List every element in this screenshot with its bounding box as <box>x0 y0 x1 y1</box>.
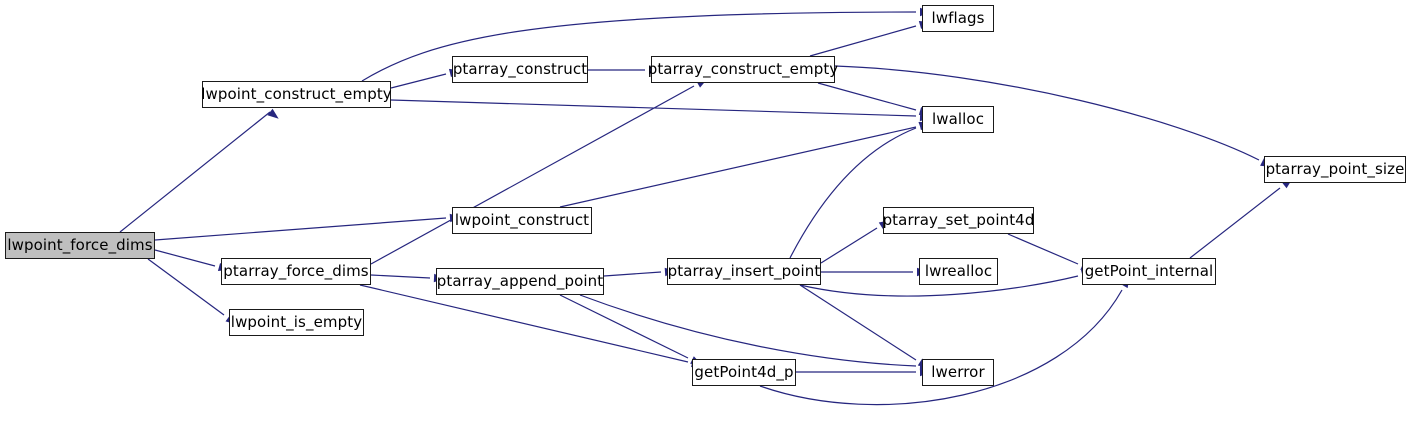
graph-node-label: ptarray_set_point4d <box>882 211 1035 229</box>
graph-edge-lwpoint_force_dims-to-ptarray_force_dims <box>154 249 216 267</box>
graph-node-label: ptarray_insert_point <box>667 262 821 280</box>
graph-edge-ptarray_force_dims-to-ptarray_construct_empty <box>370 85 695 265</box>
graph-edge-getPoint4d_p-to-getPoint_internal <box>759 289 1123 406</box>
graph-node-ptarray_set_point4d[interactable]: ptarray_set_point4d <box>883 207 1034 234</box>
graph-node-label: lwpoint_construct_empty <box>201 85 392 103</box>
graph-node-lwpoint_construct_empty[interactable]: lwpoint_construct_empty <box>201 81 392 108</box>
graph-edge-ptarray_insert_point-to-lwerror <box>799 284 917 361</box>
graph-edge-lwpoint_force_dims-to-lwpoint_construct <box>154 217 447 241</box>
graph-edge-lwpoint_force_dims-to-lwpoint_construct_empty <box>119 111 271 233</box>
graph-node-getPoint4d_p[interactable]: getPoint4d_p <box>692 359 796 386</box>
graph-node-label: ptarray_append_point <box>436 272 604 290</box>
graph-node-ptarray_point_size[interactable]: ptarray_point_size <box>1264 156 1406 183</box>
graph-edge-ptarray_set_point4d-to-getPoint_internal <box>1007 233 1079 265</box>
graph-node-ptarray_append_point[interactable]: ptarray_append_point <box>436 268 604 295</box>
graph-node-lwpoint_construct[interactable]: lwpoint_construct <box>452 207 592 234</box>
graph-node-label: ptarray_construct_empty <box>647 60 839 78</box>
graph-node-ptarray_force_dims[interactable]: ptarray_force_dims <box>221 258 371 285</box>
graph-edge-ptarray_force_dims-to-ptarray_append_point <box>370 274 431 279</box>
graph-node-label: ptarray_force_dims <box>223 262 369 280</box>
graph-edge-ptarray_construct_empty-to-lwflags <box>809 25 917 57</box>
graph-edge-lwpoint_force_dims-to-lwpoint_is_empty <box>147 258 225 316</box>
graph-node-label: lwalloc <box>931 110 985 128</box>
graph-node-lwalloc[interactable]: lwalloc <box>922 106 994 133</box>
graph-node-label: lwpoint_construct <box>454 211 590 229</box>
graph-node-label: lwflags <box>931 9 985 27</box>
graph-node-label: lwpoint_is_empty <box>230 313 363 331</box>
graph-node-label: getPoint4d_p <box>694 363 794 381</box>
graph-node-lwflags[interactable]: lwflags <box>922 5 994 32</box>
graph-node-label: lwpoint_force_dims <box>7 236 153 254</box>
graph-node-label: ptarray_construct <box>452 60 588 78</box>
graph-edge-ptarray_force_dims-to-getPoint4d_p <box>359 284 689 363</box>
graph-node-lwpoint_is_empty[interactable]: lwpoint_is_empty <box>229 309 364 336</box>
graph-node-label: lwerror <box>931 363 985 381</box>
graph-edge-ptarray_append_point-to-getPoint4d_p <box>559 294 689 359</box>
graph-node-lwrealloc[interactable]: lwrealloc <box>919 258 998 285</box>
graph-node-lwpoint_force_dims[interactable]: lwpoint_force_dims <box>5 232 155 259</box>
graph-edge-ptarray_append_point-to-lwerror <box>579 294 917 367</box>
graph-edge-ptarray_insert_point-to-lwalloc <box>789 127 917 259</box>
graph-node-ptarray_construct_empty[interactable]: ptarray_construct_empty <box>648 56 838 83</box>
graph-node-label: ptarray_point_size <box>1265 160 1405 178</box>
graph-edge-arrowhead <box>267 108 279 119</box>
graph-edge-getPoint_internal-to-ptarray_point_size <box>1189 187 1281 259</box>
graph-edge-ptarray_construct_empty-to-ptarray_point_size <box>834 65 1260 161</box>
graph-node-lwerror[interactable]: lwerror <box>922 359 994 386</box>
graph-edge-ptarray_construct_empty-to-lwalloc <box>817 82 917 111</box>
graph-edge-ptarray_insert_point-to-ptarray_set_point4d <box>820 227 878 264</box>
graph-node-getPoint_internal[interactable]: getPoint_internal <box>1082 258 1216 285</box>
graph-edge-ptarray_append_point-to-ptarray_insert_point <box>603 271 662 277</box>
graph-node-ptarray_insert_point[interactable]: ptarray_insert_point <box>667 258 821 285</box>
graph-edge-ptarray_insert_point-to-getPoint_internal <box>799 275 1079 297</box>
graph-edge-lwpoint_construct-to-lwalloc <box>559 126 917 208</box>
graph-node-label: lwrealloc <box>924 262 993 280</box>
graph-edge-lwpoint_construct_empty-to-ptarray_construct <box>390 73 447 89</box>
graph-node-label: getPoint_internal <box>1084 262 1214 280</box>
graph-edge-lwpoint_construct_empty-to-lwflags <box>361 11 917 82</box>
graph-node-ptarray_construct[interactable]: ptarray_construct <box>452 56 588 83</box>
